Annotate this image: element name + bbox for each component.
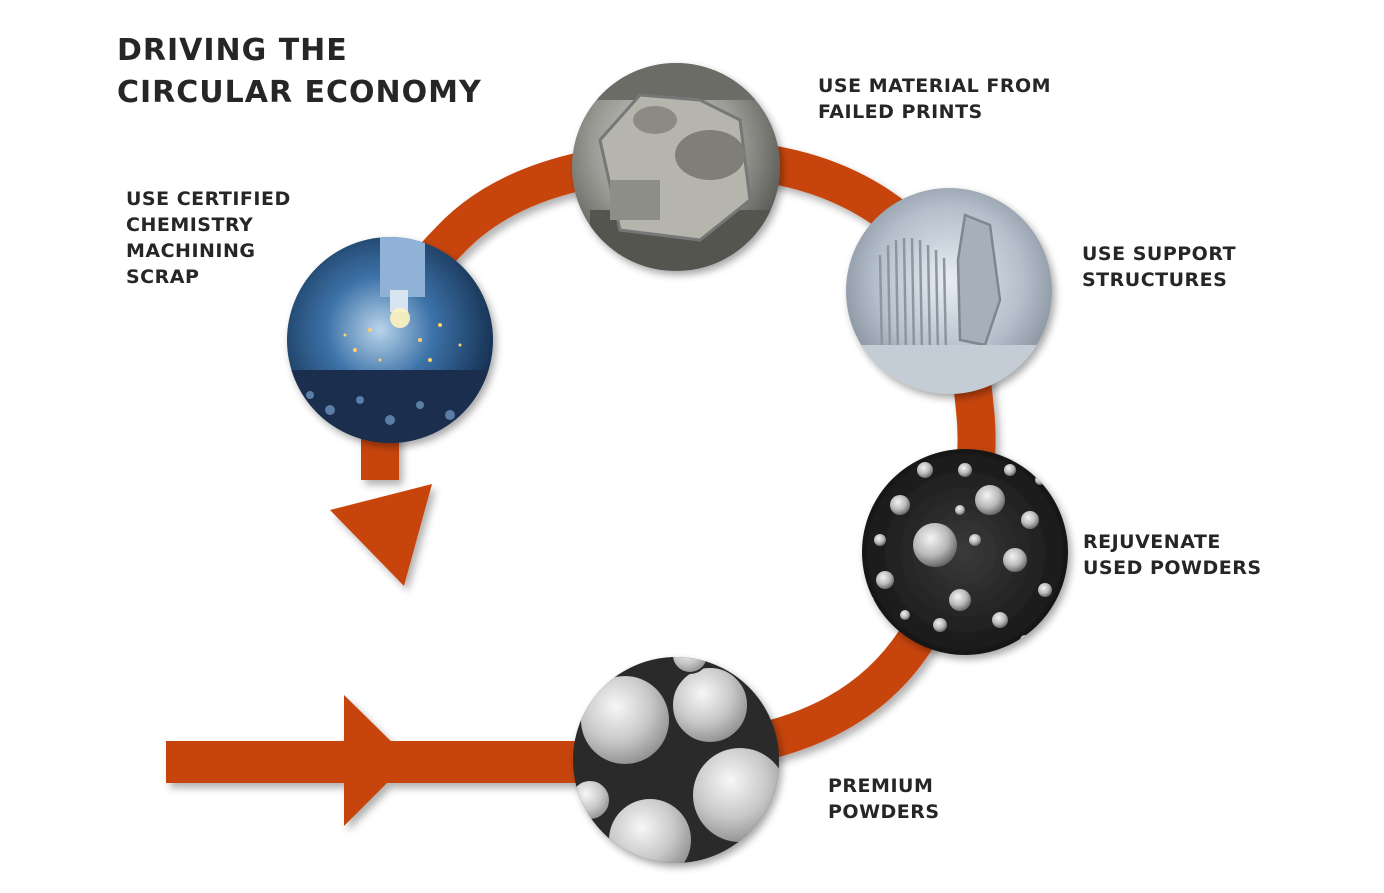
cnc-milling-photo — [287, 237, 493, 443]
failed-prints-line-2: FAILED PRINTS — [818, 101, 983, 123]
premium-line-2: POWDERS — [828, 801, 940, 823]
support-structures-line-1: USE SUPPORT — [1082, 243, 1237, 265]
label-rejuvenate-powders: REJUVENATE USED POWDERS — [1083, 529, 1262, 581]
support-structures-photo — [846, 188, 1052, 394]
label-failed-prints: USE MATERIAL FROM FAILED PRINTS — [818, 73, 1051, 125]
label-support-structures: USE SUPPORT STRUCTURES — [1082, 241, 1236, 293]
label-premium-powders: PREMIUM POWDERS — [828, 773, 940, 825]
certified-scrap-line-3: MACHINING — [126, 240, 256, 262]
title-line-1: DRIVING THE — [117, 33, 348, 68]
title-line-2: CIRCULAR ECONOMY — [117, 75, 482, 110]
failed-prints-line-1: USE MATERIAL FROM — [818, 75, 1052, 97]
entry-arrow — [166, 695, 586, 826]
premium-powder-photo — [573, 657, 779, 863]
certified-scrap-line-4: SCRAP — [126, 266, 200, 288]
premium-line-1: PREMIUM — [828, 775, 934, 797]
entry-arrowhead — [344, 695, 410, 826]
rejuvenate-line-2: USED POWDERS — [1083, 557, 1262, 579]
certified-scrap-line-2: CHEMISTRY — [126, 214, 254, 236]
rejuvenate-line-1: REJUVENATE — [1083, 531, 1221, 553]
certified-scrap-line-1: USE CERTIFIED — [126, 188, 291, 210]
loop-arrowhead — [330, 484, 432, 586]
diagram-title: DRIVING THE CIRCULAR ECONOMY — [117, 30, 482, 114]
failed-prints-photo — [572, 63, 780, 271]
mixed-powder-photo — [862, 449, 1068, 655]
support-structures-line-2: STRUCTURES — [1082, 269, 1228, 291]
label-certified-scrap: USE CERTIFIED CHEMISTRY MACHINING SCRAP — [126, 186, 291, 290]
